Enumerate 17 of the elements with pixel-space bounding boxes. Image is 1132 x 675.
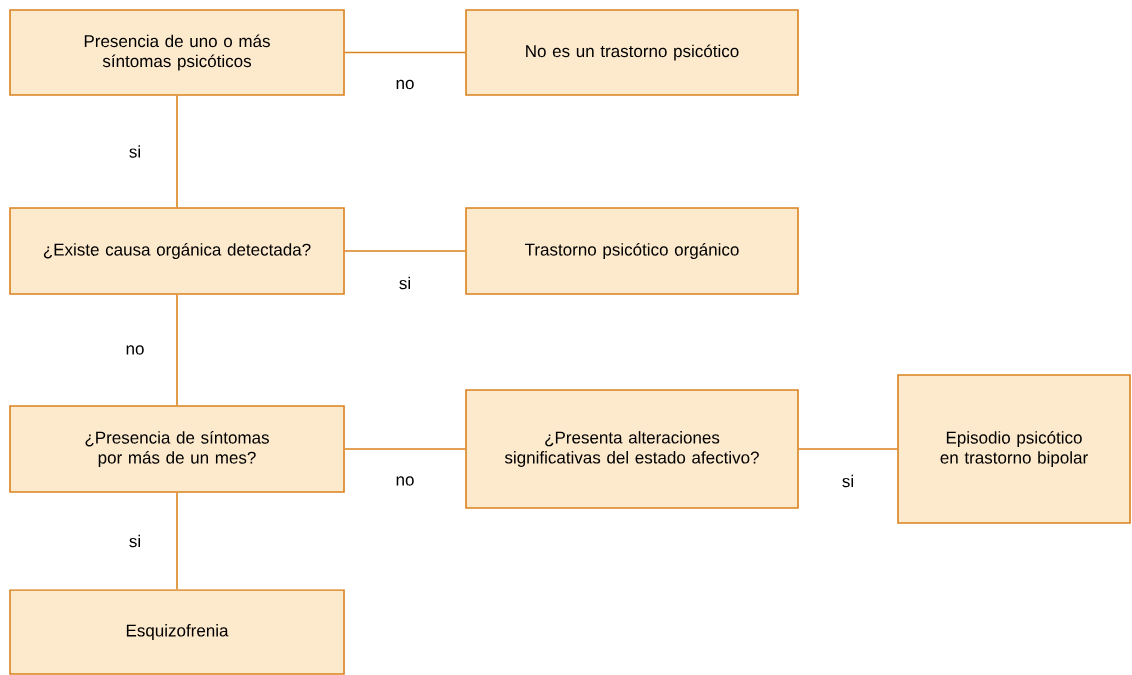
connector-line bbox=[798, 448, 898, 450]
edge-label: no bbox=[124, 344, 146, 356]
edge-label: no bbox=[394, 475, 416, 487]
process-box: ¿Existe causa orgánica detectada? bbox=[9, 207, 345, 295]
process-box: Esquizofrenia bbox=[9, 589, 345, 675]
process-box: ¿Presencia de síntomas por más de un mes? bbox=[9, 405, 345, 493]
connector-line bbox=[176, 95, 178, 208]
process-box: No es un trastorno psicótico bbox=[465, 9, 799, 96]
connector-line bbox=[344, 250, 466, 252]
process-box: Episodio psicótico en trastorno bipolar bbox=[897, 374, 1131, 524]
connector-line bbox=[344, 448, 466, 450]
connector-line bbox=[176, 294, 178, 406]
process-box: Presencia de uno o más síntomas psicóticos bbox=[9, 9, 345, 96]
process-box: Trastorno psicótico orgánico bbox=[465, 207, 799, 295]
connector-line bbox=[344, 51, 466, 54]
process-box: ¿Presenta alteraciones significativas del estado afectivo? bbox=[465, 389, 799, 509]
connector-line bbox=[176, 492, 178, 590]
